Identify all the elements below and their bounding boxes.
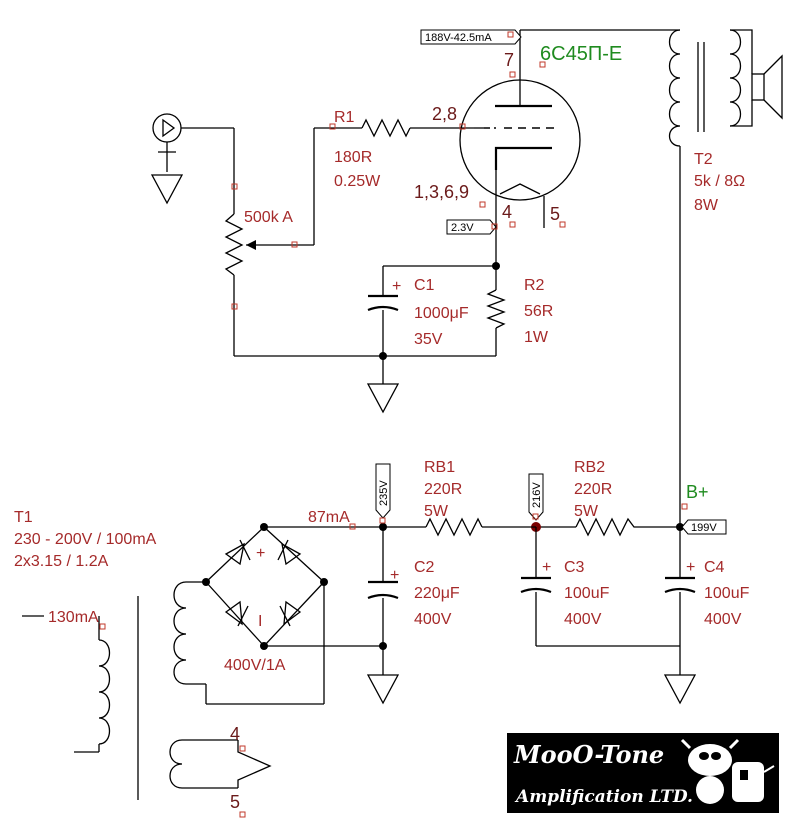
r2-value: 56R: [524, 303, 553, 320]
tube-pin-cathode: 4: [502, 202, 512, 222]
r2-power: 1W: [524, 329, 549, 346]
test-point-markers: [99, 31, 688, 818]
output-transformer: [520, 29, 753, 526]
c3-capacitor: [520, 576, 552, 594]
r2-resistor: [486, 266, 506, 356]
c1-voltage: 35V: [414, 331, 443, 348]
volume-potentiometer: [224, 127, 362, 356]
r1-name: R1: [334, 109, 355, 126]
input-jack: [152, 113, 234, 172]
rect-current: 87mA: [308, 509, 350, 526]
tube-name: 6С45П-Е: [540, 43, 622, 65]
tube-pin-grid: 2,8: [432, 104, 457, 124]
probe-cathode-text: 2.3V: [451, 222, 474, 234]
c1-value: 1000μF: [414, 305, 469, 322]
psu-ground-symbol-1: [366, 674, 400, 705]
rb1-power: 5W: [424, 503, 449, 520]
probe-mid-text: 216V: [531, 482, 543, 508]
c1-name: C1: [414, 277, 435, 294]
c3-voltage: 400V: [564, 611, 602, 628]
c3-plus: +: [542, 559, 551, 576]
rb1-value: 220R: [424, 481, 462, 498]
tube-pin-heater: 1,3,6,9: [414, 182, 469, 202]
power-transformer: [22, 581, 324, 800]
probe-anode-text: 188V-42.5mA: [425, 32, 492, 44]
cathode-ground-symbol: [366, 383, 400, 414]
speaker-icon: [751, 54, 783, 120]
vacuum-tube: [459, 30, 581, 228]
c2-value: 220μF: [414, 585, 460, 602]
probe-rect-out: 235V: [375, 463, 391, 519]
cow-icon: [680, 738, 775, 804]
rb2-resistor: [575, 517, 650, 537]
bridge-rating: 400V/1A: [224, 657, 286, 674]
t2-name: T2: [694, 151, 713, 168]
r1-resistor: [361, 118, 474, 138]
pot-label: 500k A: [244, 209, 293, 226]
t1-name: T1: [14, 509, 33, 526]
c3-value: 100uF: [564, 585, 610, 602]
rb2-power: 5W: [574, 503, 599, 520]
c4-plus: +: [686, 559, 695, 576]
probe-cathode: 2.3V: [446, 219, 497, 235]
bridge-minus: I: [258, 613, 262, 630]
rb1-name: RB1: [424, 459, 455, 476]
t2-ratio: 5k / 8Ω: [694, 173, 745, 190]
t1-pin5: 5: [230, 792, 240, 812]
c3-name: C3: [564, 559, 585, 576]
c4-capacitor: [664, 576, 696, 594]
c4-voltage: 400V: [704, 611, 742, 628]
c1-capacitor: [367, 294, 399, 312]
rb1-resistor: [425, 517, 536, 537]
c2-voltage: 400V: [414, 611, 452, 628]
t1-primary-current: 130mA: [48, 609, 99, 626]
probe-rect-out-text: 235V: [378, 480, 390, 506]
supply-rail: [264, 522, 684, 675]
r2-name: R2: [524, 277, 545, 294]
bridge-rectifier: [202, 523, 328, 704]
input-ground-symbol: [150, 174, 184, 205]
logo-line1: MooO-Tone: [513, 740, 664, 769]
t2-power: 8W: [694, 197, 719, 214]
t1-line2: 2x3.15 / 1.2A: [14, 553, 109, 570]
logo-line2: Amplification LTD.: [514, 787, 693, 807]
tube-pin-anode: 7: [504, 50, 514, 70]
rb2-value: 220R: [574, 481, 612, 498]
c2-name: C2: [414, 559, 435, 576]
t1-line1: 230 - 200V / 100mA: [14, 531, 157, 548]
probe-bplus-text: 199V: [691, 522, 717, 534]
probe-mid: 216V: [528, 473, 544, 521]
c1-plus: +: [392, 278, 401, 295]
rb2-name: RB2: [574, 459, 605, 476]
probe-bplus: 199V: [681, 519, 727, 535]
c4-value: 100uF: [704, 585, 750, 602]
t1-pin4: 4: [230, 724, 240, 744]
mooo-tone-logo: MooO-Tone Amplification LTD.: [507, 733, 779, 813]
tube-pin-heater2: 5: [550, 204, 560, 224]
r1-value: 180R: [334, 149, 372, 166]
c2-plus: +: [390, 567, 399, 584]
r1-power: 0.25W: [334, 173, 381, 190]
c2-capacitor: [367, 580, 399, 600]
bplus-label: B+: [686, 482, 709, 502]
cathode-wiring: [234, 228, 500, 384]
c4-name: C4: [704, 559, 725, 576]
psu-ground-symbol-2: [663, 674, 697, 705]
bridge-plus: +: [256, 545, 265, 562]
probe-anode: 188V-42.5mA: [420, 29, 522, 45]
